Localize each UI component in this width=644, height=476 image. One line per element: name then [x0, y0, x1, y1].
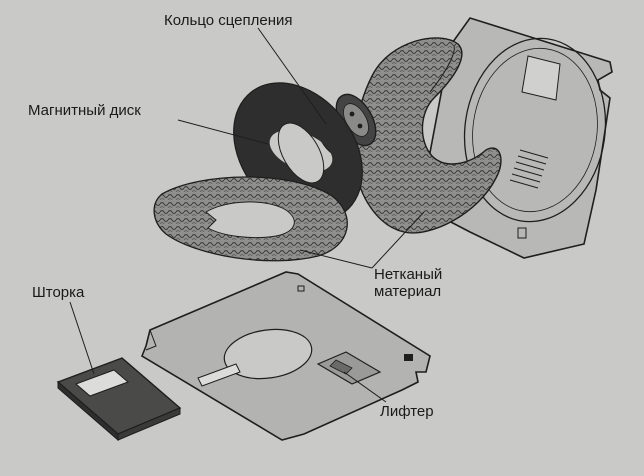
nonwoven-material-label: Нетканый материал	[374, 266, 442, 300]
shutter-label: Шторка	[32, 284, 84, 301]
clutch-ring-label: Кольцо сцепления	[164, 12, 293, 29]
lower-nonwoven-liner	[154, 177, 347, 261]
shutter-leader	[70, 302, 94, 374]
magnetic-disk-label: Магнитный диск	[28, 102, 141, 119]
lifter-label: Лифтер	[380, 403, 434, 420]
shutter	[58, 358, 180, 440]
nonwoven-leader-lower	[300, 250, 372, 268]
